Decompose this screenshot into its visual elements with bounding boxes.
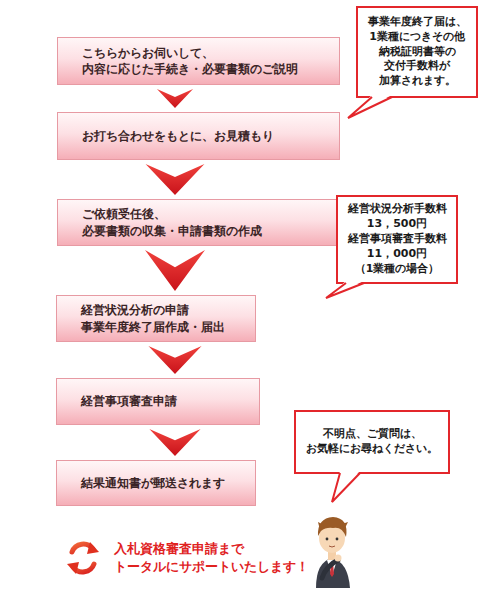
step-text: 経営事項審査申請: [81, 393, 177, 409]
flow-arrow: [148, 346, 201, 374]
cycle-arrowhead: [67, 562, 79, 574]
callout-text: 経営状況分析手数料 13，500円 経営事項審査手数料 11，000円 （1業種…: [347, 202, 448, 276]
flow-arrow: [149, 429, 200, 456]
process-box: お打ち合わせをもとに、お見積もり: [57, 112, 340, 160]
step-text: お打ち合わせをもとに、お見積もり: [82, 128, 274, 144]
person-figure: [316, 517, 350, 588]
process-box: 経営状況分析の申請 事業年度終了届作成・届出: [56, 295, 256, 342]
callout-text: 不明点、ご質問は、 お気軽にお尋ねください。: [305, 427, 439, 457]
support-note: 入札資格審査申請まで トータルにサポートいたします！: [114, 540, 311, 575]
flow-arrow: [157, 89, 193, 108]
callout-bubble: 不明点、ご質問は、 お気軽にお尋ねください。: [294, 410, 450, 474]
process-box: ご依頼受任後、 必要書類の収集・申請書類の作成: [57, 199, 340, 246]
callout-bubble: 経営状況分析手数料 13，500円 経営事項審査手数料 11，000円 （1業種…: [336, 195, 458, 284]
process-box: 経営事項審査申請: [56, 378, 260, 425]
callout-bubble: 事業年度終了届は、 1業種につきその他 納税証明書等の 交付手数料が 加算されま…: [356, 6, 478, 98]
cycle-arrowhead: [87, 542, 99, 554]
flow-arrow: [145, 250, 205, 291]
step-text: 結果通知書が郵送されます: [81, 475, 225, 491]
step-text: こちらからお伺いして、 内容に応じた手続き・必要書類のご説明: [82, 45, 300, 77]
step-text: ご依頼受任後、 必要書類の収集・申請書類の作成: [82, 206, 264, 238]
step-text: 経営状況分析の申請 事業年度終了届作成・届出: [81, 302, 227, 334]
process-box: こちらからお伺いして、 内容に応じた手続き・必要書類のご説明: [57, 37, 340, 85]
callout-text: 事業年度終了届は、 1業種につきその他 納税証明書等の 交付手数料が 加算されま…: [367, 15, 468, 89]
process-box: 結果通知書が郵送されます: [56, 460, 256, 506]
flow-arrow: [146, 164, 205, 195]
